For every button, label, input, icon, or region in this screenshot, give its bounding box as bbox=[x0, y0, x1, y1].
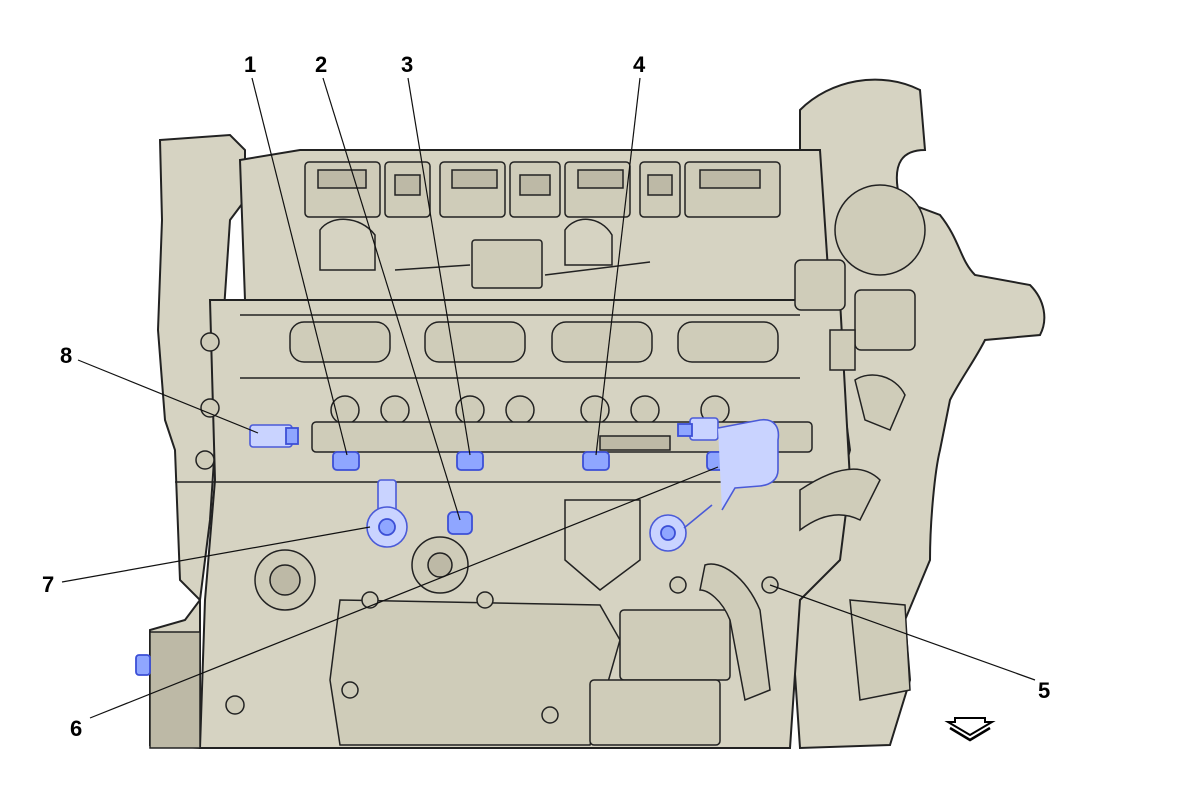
rail-pressure-line bbox=[677, 417, 780, 511]
callout-8: 8 bbox=[60, 343, 72, 368]
sensor-part-2 bbox=[447, 511, 473, 535]
left-bracket bbox=[195, 332, 779, 724]
callout-1: 1 bbox=[244, 52, 256, 77]
sensor-part-8 bbox=[249, 424, 299, 448]
lower-block-details bbox=[175, 468, 911, 746]
clip-part-5 bbox=[135, 654, 151, 676]
intake-ports bbox=[240, 314, 800, 379]
callout-labels: 1 2 3 4 5 6 7 8 bbox=[42, 52, 1050, 741]
sensor-part-7 bbox=[366, 479, 408, 548]
callout-5: 5 bbox=[1038, 678, 1050, 703]
callout-4: 4 bbox=[633, 52, 646, 77]
callout-3: 3 bbox=[401, 52, 413, 77]
knock-sensor-6 bbox=[649, 504, 713, 552]
highlighted-parts bbox=[135, 417, 780, 676]
arrow-down-icon bbox=[944, 717, 996, 742]
leader-lines bbox=[61, 77, 1036, 719]
coil-packs bbox=[304, 161, 781, 289]
callout-6: 6 bbox=[70, 716, 82, 741]
callout-7: 7 bbox=[42, 572, 54, 597]
throttle-assembly bbox=[794, 184, 926, 431]
injector-clip-1 bbox=[332, 451, 360, 471]
callout-2: 2 bbox=[315, 52, 327, 77]
